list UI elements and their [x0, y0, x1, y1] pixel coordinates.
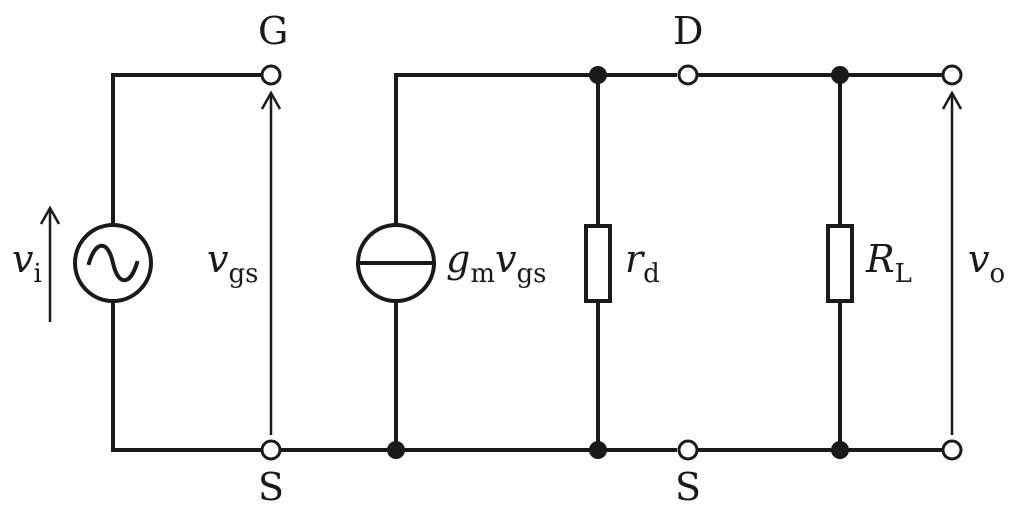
label-vgs-sub: gs — [228, 259, 258, 289]
label-rl: RL — [865, 237, 912, 289]
terminal-vo-bottom — [941, 439, 963, 461]
voltage-arrows — [39, 90, 963, 435]
label-gate: G — [258, 9, 288, 53]
label-gm-v: v — [495, 237, 517, 281]
label-gm-main: g — [446, 237, 470, 281]
label-rl-sub: L — [895, 259, 912, 289]
label-vo-sub: o — [989, 259, 1005, 289]
arrow-vgs-head-icon — [260, 90, 282, 110]
terminal-source-left — [260, 439, 282, 461]
junction-nodes — [387, 66, 849, 459]
terminal-gate — [260, 64, 282, 86]
label-source-right: S — [675, 465, 701, 509]
ac-voltage-source — [73, 223, 153, 303]
wires — [111, 73, 943, 452]
label-rl-main: R — [865, 237, 895, 281]
sine-wave-icon — [86, 243, 140, 283]
label-rd-main: r — [625, 237, 646, 281]
terminal-vo-top — [941, 64, 963, 86]
resistor-rl — [826, 224, 854, 303]
label-vi: vi — [12, 237, 42, 289]
terminal-source-right — [677, 439, 699, 461]
node-bottom-cs — [387, 441, 405, 459]
label-rd: rd — [625, 237, 660, 289]
node-top-rd — [589, 66, 607, 84]
label-vgs-main: v — [207, 237, 229, 281]
label-gm-vgs: gmvgs — [446, 237, 546, 289]
label-drain: D — [673, 9, 703, 53]
node-top-rl — [831, 66, 849, 84]
node-bottom-rl — [831, 441, 849, 459]
label-rd-sub: d — [643, 259, 660, 289]
label-source-left: S — [258, 465, 284, 509]
current-source — [356, 223, 436, 303]
terminals — [260, 64, 963, 461]
label-vo-main: v — [968, 237, 990, 281]
label-vo: vo — [968, 237, 1005, 289]
label-vi-sub: i — [33, 259, 41, 289]
arrow-vo-head-icon — [941, 90, 963, 110]
arrow-vi-head-icon — [39, 205, 61, 225]
label-gm-vsub: gs — [516, 259, 546, 289]
resistor-rd — [584, 224, 612, 303]
terminal-drain — [677, 64, 699, 86]
label-vgs: vgs — [207, 237, 258, 289]
label-vi-main: v — [12, 237, 34, 281]
node-bottom-rd — [589, 441, 607, 459]
label-gm-sub: m — [470, 259, 495, 289]
